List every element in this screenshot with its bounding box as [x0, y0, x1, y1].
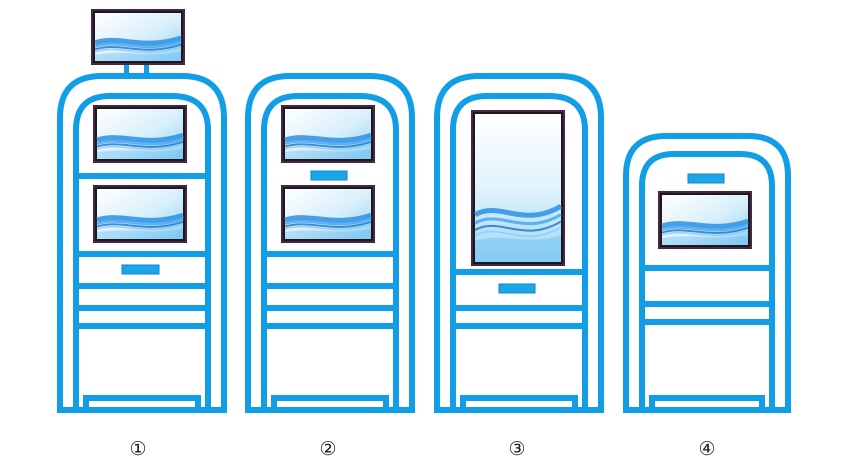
- kiosk-1-outer-frame: [57, 73, 227, 413]
- kiosk-1-label: ①: [129, 438, 147, 460]
- kiosk-2-upper-screen: [281, 105, 375, 163]
- kiosk-4-inner-frame: [639, 151, 775, 410]
- kiosk-2: [245, 73, 415, 413]
- kiosk-3-inner-frame: [450, 93, 588, 410]
- kiosk-3-outer-frame: [434, 73, 604, 413]
- kiosk-4: [623, 133, 791, 413]
- kiosk-2-label: ②: [319, 438, 337, 460]
- kiosk-1-upper-screen: [93, 105, 187, 163]
- kiosk-1-inner-frame: [73, 93, 211, 410]
- kiosk-3-label: ③: [508, 438, 526, 460]
- top-monitor: [124, 64, 149, 76]
- kiosk-4-label: ④: [698, 438, 716, 460]
- kiosk-4-card-slot: [687, 173, 725, 184]
- kiosk-4-outer-frame: [623, 133, 791, 413]
- kiosk-1-card-slot: [121, 264, 160, 275]
- kiosk-1-lower-screen: [93, 185, 187, 243]
- kiosk-2-lower-screen: [281, 185, 375, 243]
- kiosk-3-card-slot: [498, 283, 536, 294]
- kiosk-1-top-monitor-screen: [91, 9, 185, 65]
- kiosk-2-card-slot: [310, 170, 348, 181]
- kiosk-4-screen: [658, 191, 752, 249]
- kiosk-2-outer-frame: [245, 73, 415, 413]
- kiosk-1: [57, 64, 227, 413]
- kiosk-3-portrait-screen: [471, 110, 565, 266]
- kiosk-3: [434, 73, 604, 413]
- kiosk-2-inner-frame: [261, 93, 399, 410]
